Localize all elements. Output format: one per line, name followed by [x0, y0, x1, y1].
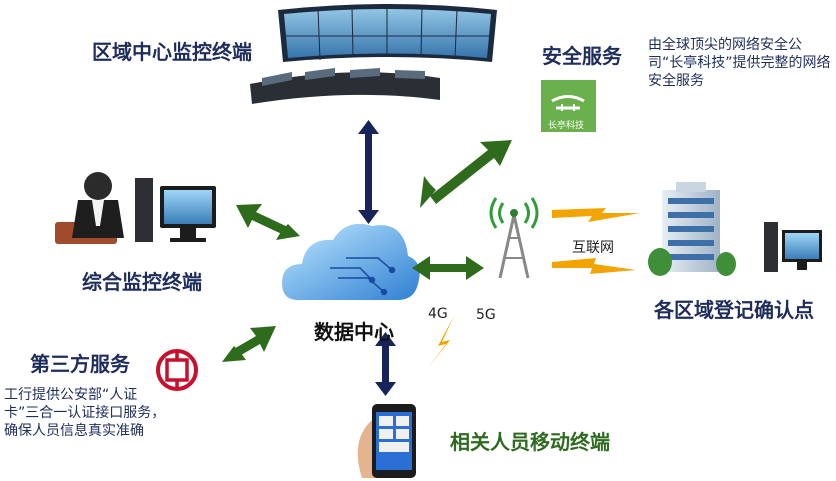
arrow-integrated-monitor [236, 204, 300, 240]
arrow-security [420, 140, 512, 208]
arrow-tower [412, 256, 484, 280]
security-description: 由全球顶尖的网络安全公司“长亭科技”提供完整的网络安全服务 [648, 37, 831, 89]
cell-tower-icon [489, 197, 539, 279]
monitor-wall-icon [250, 4, 497, 104]
security-logo-icon [541, 80, 596, 132]
data-center-title: 数据中心 [314, 320, 394, 344]
registration-points-title: 各区域登记确认点 [654, 298, 814, 322]
operator-workstation-icon [55, 172, 216, 244]
internet-label: 互联网 [572, 240, 614, 256]
third-party-title: 第三方服务 [30, 352, 130, 376]
office-building-icon [648, 182, 822, 276]
cloud-chip-icon [282, 223, 420, 300]
arrow-datacenter-mobile [375, 332, 396, 396]
icbc-logo-icon [156, 349, 198, 391]
integrated-monitor-title: 综合监控终端 [82, 270, 202, 294]
smartphone-icon [357, 404, 416, 478]
regional-monitor-title: 区域中心监控终端 [92, 40, 252, 64]
mobile-terminal-title: 相关人员移动终端 [450, 430, 610, 454]
lightning-icon [428, 208, 640, 368]
label-5g: 5G [476, 307, 496, 323]
arrow-monitor-datacenter [358, 120, 379, 224]
label-4g: 4G [428, 306, 448, 322]
arrow-third-party [222, 326, 276, 362]
third-party-description: 工行提供公安部“人证卡”三合一认证接口服务，确保人员信息真实准确 [4, 387, 166, 439]
security-title: 安全服务 [542, 44, 622, 68]
security-logo-text: 长亭科技 [548, 121, 585, 131]
